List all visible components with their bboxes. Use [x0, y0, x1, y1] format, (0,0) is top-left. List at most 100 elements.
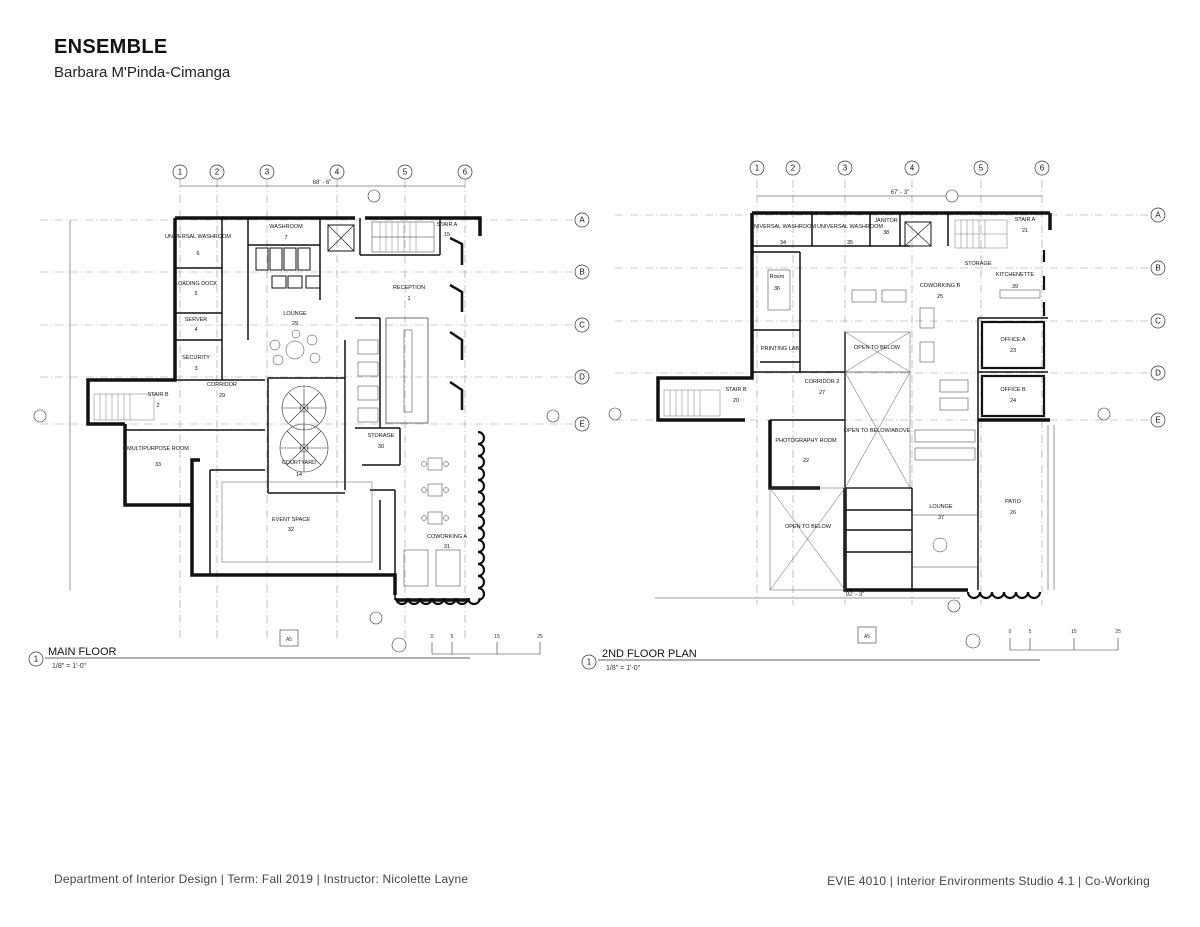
main-grid-col-4: 4	[335, 168, 340, 177]
scale-mark: 25	[1115, 629, 1121, 635]
room-number: 32	[288, 527, 294, 533]
second-grid-col-5: 5	[979, 164, 984, 173]
room-number: 20	[733, 398, 739, 404]
room-storage: STORAGE	[368, 433, 395, 439]
main-section-tag: A5	[286, 637, 292, 643]
main-grid-row-e: E	[579, 420, 584, 429]
main-grid-col-2: 2	[215, 168, 220, 177]
room-number: 24	[1010, 398, 1016, 404]
room-number: 14	[296, 472, 302, 478]
room-number: 34	[780, 240, 786, 246]
scale-mark: 0	[1009, 629, 1012, 635]
second-grid-row-c: C	[1155, 317, 1161, 326]
room-number: 39	[1012, 284, 1018, 290]
room-photography: PHOTOGRAPHY ROOM	[775, 438, 837, 444]
main-plan-number: 1	[34, 655, 39, 664]
room-stair-a: STAIR A	[437, 222, 458, 228]
room-number: 23	[1010, 348, 1016, 354]
room-number: 21	[1022, 228, 1028, 234]
second-graphic-scale	[1009, 638, 1119, 651]
room-open-to-below: OPEN TO BELOW	[785, 524, 832, 530]
room-room: Room	[770, 274, 785, 280]
main-grid-row-c: C	[579, 321, 585, 330]
room-number: 31	[444, 544, 450, 550]
second-plan-scale: 1/8" = 1'-0"	[606, 665, 641, 672]
room-number: 37	[938, 515, 944, 521]
main-floor-plan: 68' - 6"	[28, 164, 590, 670]
room-kitchenette: KITCHENETTE	[996, 272, 1035, 278]
second-grid-col-4: 4	[910, 164, 915, 173]
room-number: 2	[156, 403, 159, 409]
second-grid-col-2: 2	[791, 164, 796, 173]
scale-mark: 5	[451, 634, 454, 640]
room-stair-a: STAIR A	[1015, 217, 1036, 223]
room-security: SECURITY	[182, 355, 210, 361]
room-lounge: LOUNGE	[283, 311, 307, 317]
room-number: 30	[378, 444, 384, 450]
second-grid-row-e: E	[1155, 416, 1160, 425]
main-grid-col-3: 3	[265, 168, 270, 177]
room-storage: STORAGE	[965, 261, 992, 267]
second-grid-col-1: 1	[755, 164, 760, 173]
room-number: 7	[284, 235, 287, 241]
main-grid-row-a: A	[579, 216, 585, 225]
room-multipurpose: MULTIPURPOSE ROOM	[127, 446, 189, 452]
room-number: 36	[774, 286, 780, 292]
second-grid-row-b: B	[1155, 264, 1160, 273]
room-universal-washroom: UNIVERSAL WASHROOM	[817, 224, 883, 230]
room-corridor: CORRIDOR	[207, 382, 237, 388]
room-courtyard: COURTYARD	[282, 460, 316, 466]
room-office-b: OFFICE B	[1000, 387, 1026, 393]
scale-mark: 15	[1071, 629, 1077, 635]
room-number: 6	[196, 251, 199, 257]
room-open-to-below-above: OPEN TO BELOW/ABOVE	[844, 428, 911, 434]
room-universal-washroom: UNIVERSAL WASHROOM	[750, 224, 816, 230]
room-janitor: JANITOR	[874, 218, 897, 224]
room-number: 27	[819, 390, 825, 396]
second-grid-row-a: A	[1155, 211, 1161, 220]
room-number: 5	[194, 291, 197, 297]
main-plan-scale: 1/8" = 1'-0"	[52, 663, 87, 670]
room-number: 29	[292, 321, 298, 327]
room-number: 25	[937, 294, 943, 300]
room-lounge: LOUNGE	[929, 504, 953, 510]
room-number: 26	[1010, 510, 1016, 516]
room-universal-washroom: UNIVERSAL WASHROOM	[165, 234, 231, 240]
footer-course: EVIE 4010 | Interior Environments Studio…	[827, 874, 1150, 888]
second-grid-row-d: D	[1155, 369, 1161, 378]
room-coworking-b: COWORKING B	[920, 283, 961, 289]
main-grid-col-6: 6	[463, 168, 468, 177]
room-number: 15	[444, 232, 450, 238]
author-name: Barbara M'Pinda-Cimanga	[54, 64, 231, 81]
room-number: 35	[847, 240, 853, 246]
room-number: 3	[194, 366, 197, 372]
room-number: 29	[219, 393, 225, 399]
scale-mark: 25	[537, 634, 543, 640]
room-server: SERVER	[185, 317, 208, 323]
second-section-tag: A5	[864, 634, 870, 640]
main-grid-row-b: B	[579, 268, 584, 277]
room-reception: RECEPTION	[393, 285, 425, 291]
room-number: 33	[155, 462, 161, 468]
scale-mark: 0	[431, 634, 434, 640]
main-grid-bubbles	[172, 164, 590, 432]
scale-mark: 5	[1029, 629, 1032, 635]
room-printing-lab: PRINTING LAB	[761, 346, 800, 352]
room-loading-dock: LOADING DOCK	[175, 281, 218, 287]
room-open-to-below: OPEN TO BELOW	[854, 345, 901, 351]
second-grid-col-6: 6	[1040, 164, 1045, 173]
footer-department: Department of Interior Design | Term: Fa…	[54, 872, 469, 886]
room-stair-b: STAIR B	[148, 392, 169, 398]
main-plan-title: MAIN FLOOR	[48, 646, 117, 658]
main-grid-col-5: 5	[403, 168, 408, 177]
second-bottom-dimension: 92' - 3"	[846, 592, 865, 598]
second-floor-plan: 67' - 3" 92' - 3"	[581, 160, 1166, 672]
room-number: 1	[407, 296, 410, 302]
second-plan-title: 2ND FLOOR PLAN	[602, 648, 697, 660]
second-plan-number: 1	[587, 658, 592, 667]
room-number: 22	[803, 458, 809, 464]
second-grid-bubbles	[749, 160, 1166, 428]
main-grid-row-d: D	[579, 373, 585, 382]
room-number: 4	[194, 327, 197, 333]
